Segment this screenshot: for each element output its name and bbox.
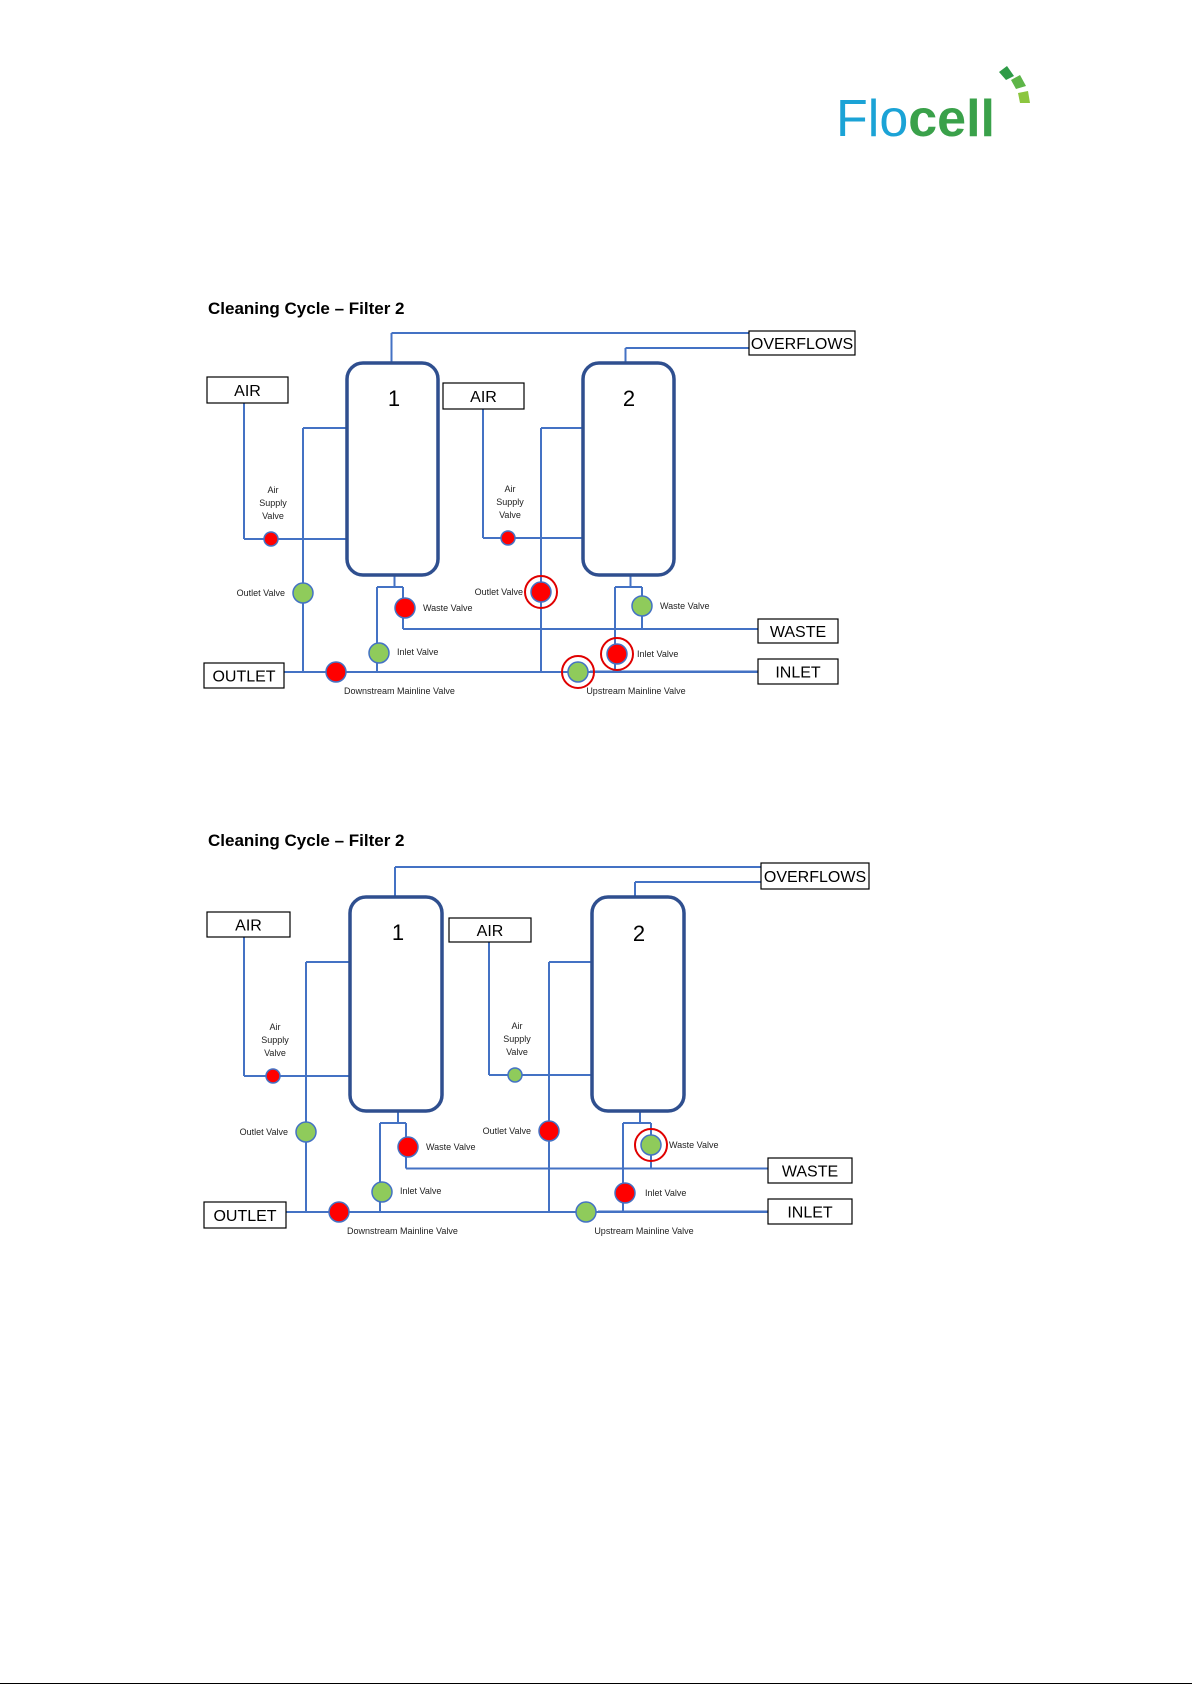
air-supply-valve-2 xyxy=(507,1067,523,1083)
downstream-mainline-valve xyxy=(328,1201,350,1223)
waste-valve-2-highlight-ring xyxy=(634,1128,668,1162)
upstream-mainline-valve-label: Upstream Mainline Valve xyxy=(586,686,685,696)
outlet-valve-1 xyxy=(295,1121,317,1143)
filter-vessel-2 xyxy=(590,895,686,1113)
air-supply-valve-1-label: Supply xyxy=(259,498,287,508)
overflows-box xyxy=(748,330,856,356)
diagram-1: Cleaning Cycle – Filter 2 1 2 AIR AIR OVERFLO… xyxy=(0,0,1192,780)
air-right-label: AIR xyxy=(470,389,497,406)
downstream-mainline-valve-label: Downstream Mainline Valve xyxy=(344,686,455,696)
waste-box xyxy=(767,1157,853,1184)
upstream-mainline-valve xyxy=(575,1201,597,1223)
filter-1-number: 1 xyxy=(392,920,404,945)
waste-valve-1 xyxy=(397,1136,419,1158)
waste-valve-2 xyxy=(631,595,653,617)
diagram-1-svg: Cleaning Cycle – Filter 2 1 2 AIR AIR OVERFLO… xyxy=(203,299,856,696)
logo-flo: Flo xyxy=(836,90,908,146)
inlet-valve-1 xyxy=(368,642,390,664)
air-right-box xyxy=(442,382,525,410)
outlet-valve-2-label: Outlet Valve xyxy=(475,587,523,597)
outlet-box xyxy=(203,662,285,689)
air-supply-valve-2-label: Air xyxy=(505,484,516,494)
inlet-valve-2 xyxy=(614,1182,636,1204)
air-supply-valve-2 xyxy=(500,530,516,546)
waste-valve-1-label: Waste Valve xyxy=(423,603,473,613)
downstream-mainline-valve-label: Downstream Mainline Valve xyxy=(347,1226,458,1236)
waste-valve-1 xyxy=(394,597,416,619)
air-left-box xyxy=(206,376,289,404)
filter-2-number: 2 xyxy=(633,921,645,946)
air-supply-valve-1-label: Valve xyxy=(264,1048,286,1058)
outlet-valve-2 xyxy=(530,581,552,603)
outlet-valve-1-label: Outlet Valve xyxy=(237,588,285,598)
outlet-label: OUTLET xyxy=(213,1208,276,1225)
flocell-logo-svg: Flocell xyxy=(836,66,1030,148)
diagram-2: Cleaning Cycle – Filter 2 1 2 AIR AIR OVERFLO… xyxy=(203,831,870,1236)
filter-vessel-2 xyxy=(581,361,676,577)
upstream-mainline-valve xyxy=(567,661,589,683)
inlet-box xyxy=(767,1198,853,1225)
waste-label: WASTE xyxy=(782,1164,838,1181)
air-supply-valve-2-label: Valve xyxy=(506,1047,528,1057)
filter-1-number: 1 xyxy=(388,386,400,411)
inlet-label: INLET xyxy=(787,1205,833,1222)
filter-2-number: 2 xyxy=(623,386,635,411)
diagram-title: Cleaning Cycle – Filter 2 xyxy=(208,299,405,318)
air-right-box xyxy=(448,917,532,943)
inlet-valve-1-label: Inlet Valve xyxy=(400,1186,441,1196)
filter-vessel-1 xyxy=(345,361,440,577)
page-bottom-rule xyxy=(0,1683,1192,1684)
overflows-label: OVERFLOWS xyxy=(764,869,866,886)
air-supply-valve-2-label: Valve xyxy=(499,510,521,520)
outlet-valve-1 xyxy=(292,582,314,604)
air-left-label: AIR xyxy=(235,918,262,935)
overflows-box xyxy=(760,862,870,890)
flocell-logo: Flocell xyxy=(836,66,1046,151)
inlet-valve-2-label: Inlet Valve xyxy=(645,1188,686,1198)
diagram-title: Cleaning Cycle – Filter 2 xyxy=(208,831,405,850)
air-supply-valve-1 xyxy=(263,531,279,547)
air-supply-valve-1-label: Air xyxy=(270,1022,281,1032)
inlet-box xyxy=(757,658,839,685)
outlet-valve-1-label: Outlet Valve xyxy=(240,1127,288,1137)
waste-valve-1-label: Waste Valve xyxy=(426,1142,476,1152)
logo-cell: cell xyxy=(908,90,995,146)
inlet-valve-2 xyxy=(606,643,628,665)
filter-vessel-1 xyxy=(348,895,444,1113)
outlet-valve-2-label: Outlet Valve xyxy=(483,1126,531,1136)
logo-arc-icon xyxy=(999,66,1030,103)
outlet-valve-2-highlight-ring xyxy=(524,575,558,609)
inlet-valve-2-highlight-ring xyxy=(600,637,634,671)
waste-valve-2-label: Waste Valve xyxy=(660,601,710,611)
downstream-mainline-valve xyxy=(325,661,347,683)
outlet-box xyxy=(203,1201,287,1229)
outlet-valve-2 xyxy=(538,1120,560,1142)
inlet-valve-2-label: Inlet Valve xyxy=(637,649,678,659)
waste-label: WASTE xyxy=(770,624,826,641)
overflows-label: OVERFLOWS xyxy=(751,336,853,353)
waste-valve-2-label: Waste Valve xyxy=(669,1140,719,1150)
upstream-mainline-valve-label: Upstream Mainline Valve xyxy=(594,1226,693,1236)
air-supply-valve-1 xyxy=(265,1068,281,1084)
air-left-box xyxy=(206,911,291,938)
air-supply-valve-2-label: Supply xyxy=(496,497,524,507)
logo-text-flo: Flocell xyxy=(836,90,995,146)
air-supply-valve-2-label: Air xyxy=(512,1021,523,1031)
inlet-valve-1 xyxy=(371,1181,393,1203)
upstream-mainline-valve-highlight-ring xyxy=(561,655,595,689)
diagram-2-svg: Cleaning Cycle – Filter 2 1 2 AIR AIR OVERFLO… xyxy=(203,831,870,1236)
inlet-valve-1-label: Inlet Valve xyxy=(397,647,438,657)
air-supply-valve-2-label: Supply xyxy=(503,1034,531,1044)
air-left-label: AIR xyxy=(234,383,261,400)
air-supply-valve-1-label: Supply xyxy=(261,1035,289,1045)
waste-valve-2 xyxy=(640,1134,662,1156)
waste-box xyxy=(757,618,839,644)
air-supply-valve-1-label: Air xyxy=(268,485,279,495)
inlet-label: INLET xyxy=(775,665,821,682)
outlet-label: OUTLET xyxy=(212,669,275,686)
air-supply-valve-1-label: Valve xyxy=(262,511,284,521)
air-right-label: AIR xyxy=(477,923,504,940)
